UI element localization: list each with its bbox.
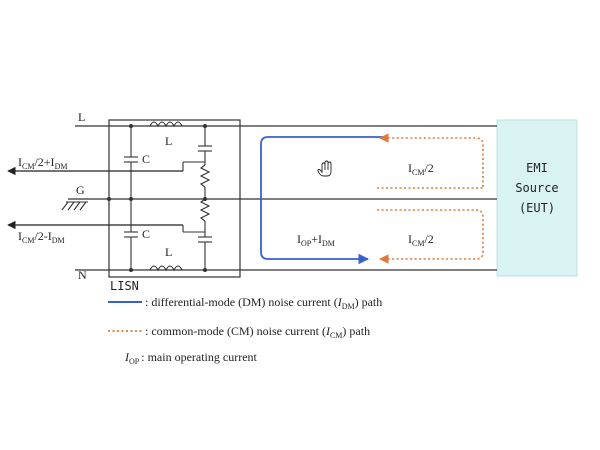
dm-path <box>260 136 385 265</box>
lisn-label: LISN <box>110 279 139 293</box>
eut-box <box>496 119 578 277</box>
legend-cm-text: : common-mode (CM) noise current (ICM) p… <box>145 324 370 340</box>
line-label-l: L <box>78 110 85 124</box>
cm-path-top <box>379 133 484 187</box>
cm-label-bottom: ICM/2 <box>408 232 434 248</box>
ground-icon <box>61 201 88 211</box>
cm-label-top: ICM/2 <box>408 161 434 177</box>
inductor-label-bottom: L <box>165 245 172 259</box>
cm-path-bottom <box>377 209 484 264</box>
line-label-n: N <box>78 268 87 282</box>
line-label-g: G <box>76 183 85 197</box>
capacitor-label-bottom: C <box>142 227 150 241</box>
legend-op-text: IOP: main operating current <box>124 350 258 366</box>
capacitor-label-top: C <box>142 152 150 166</box>
inductor-label-top: L <box>165 134 172 148</box>
eut-line-1: EMI <box>526 161 548 175</box>
eut-line-2: Source <box>515 181 558 195</box>
legend-dm-text: : differential-mode (DM) noise current (… <box>145 295 382 311</box>
left-current-bottom: ICM/2-IDM <box>18 229 65 245</box>
lisn-junctions <box>107 124 207 272</box>
lisn-circuit <box>124 121 212 272</box>
dm-label: IOP+IDM <box>297 232 335 248</box>
left-output-lines <box>7 166 183 230</box>
power-lines <box>68 125 497 271</box>
left-current-top: ICM/2+IDM <box>18 155 67 171</box>
eut-line-3: (EUT) <box>519 201 555 215</box>
hand-cursor-icon <box>317 160 332 177</box>
